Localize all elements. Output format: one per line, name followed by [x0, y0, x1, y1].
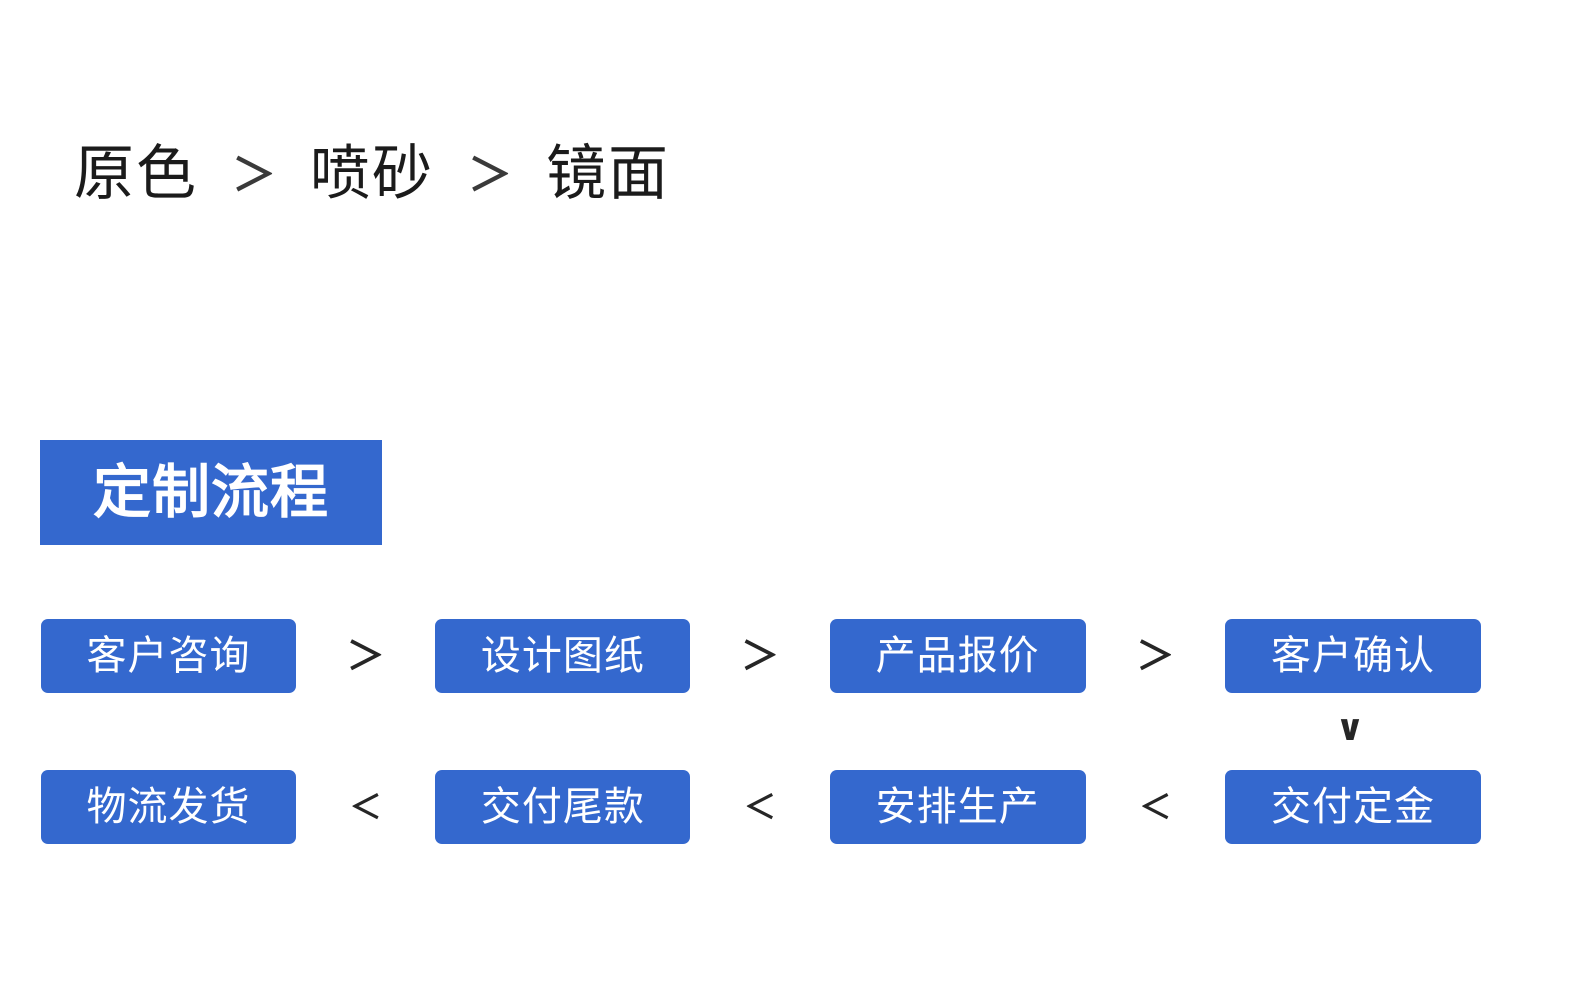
chevron-left-icon: ＜ [349, 788, 382, 826]
chevron-left-icon: ＜ [743, 788, 776, 826]
flow-step-design-drawing[interactable]: 设计图纸 [435, 619, 691, 693]
custom-flow-row-forward: 客户咨询 ＞ 设计图纸 ＞ 产品报价 ＞ 客户确认 [41, 619, 1481, 693]
flow-step-deposit-payment[interactable]: 交付定金 [1224, 770, 1481, 844]
chevron-right-icon: ＞ [232, 150, 276, 201]
chevron-right-icon: ＞ [346, 634, 385, 678]
flow-step-label: 客户确认 [1270, 634, 1435, 678]
section-title-badge: 定制流程 [40, 440, 382, 545]
flow-step-product-quotation[interactable]: 产品报价 [829, 619, 1086, 693]
chevron-right-icon: ＞ [740, 634, 779, 678]
flow-step-label: 交付尾款 [480, 785, 645, 829]
flow-step-label: 交付定金 [1270, 785, 1435, 829]
flow-step-label: 设计图纸 [480, 634, 645, 678]
section-title-text: 定制流程 [92, 459, 329, 525]
flow-step-label: 物流发货 [86, 785, 251, 829]
chevron-right-icon: ＞ [468, 150, 512, 201]
chevron-right-icon: ＞ [1136, 634, 1175, 678]
flow-step-label: 安排生产 [875, 785, 1040, 829]
flow-step-final-payment[interactable]: 交付尾款 [435, 770, 691, 844]
chevron-left-icon: ＜ [1139, 788, 1172, 826]
flow-step-label: 产品报价 [875, 634, 1040, 678]
finish-label-sandblasted: 喷砂 [310, 140, 434, 207]
chevron-down-icon: ∨ [1335, 708, 1365, 749]
flow-step-label: 客户咨询 [86, 634, 251, 678]
flow-step-logistics-shipping[interactable]: 物流发货 [41, 770, 296, 844]
flow-step-customer-inquiry[interactable]: 客户咨询 [41, 619, 296, 693]
custom-flow-row-backward: 物流发货 ＜ 交付尾款 ＜ 安排生产 ＜ 交付定金 [41, 770, 1481, 844]
flow-step-customer-confirmation[interactable]: 客户确认 [1224, 619, 1481, 693]
finish-label-raw: 原色 [74, 140, 198, 207]
finish-label-mirror: 镜面 [546, 140, 670, 207]
flow-step-arrange-production[interactable]: 安排生产 [829, 770, 1086, 844]
surface-finish-sequence: 原色 ＞ 喷砂 ＞ 镜面 [74, 128, 670, 220]
